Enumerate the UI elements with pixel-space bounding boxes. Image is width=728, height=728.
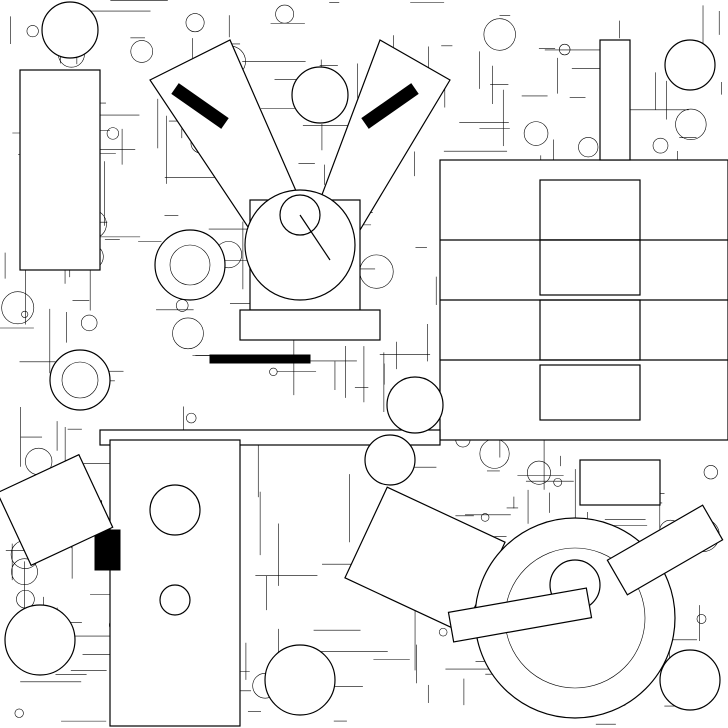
bolt-detail (275, 4, 295, 24)
bolt-detail (558, 43, 571, 56)
bolt-detail (106, 127, 119, 140)
bolt-detail (523, 121, 549, 146)
bolt-detail (172, 317, 204, 350)
bolt-detail (527, 460, 551, 485)
left-components (19, 1, 444, 446)
bolt-detail (21, 310, 29, 318)
bolt-detail (185, 13, 205, 33)
bolt-detail (359, 254, 394, 289)
bolt-detail (480, 513, 490, 522)
bolt-detail (483, 18, 516, 51)
bolt-detail (675, 108, 707, 140)
bolt-detail (696, 614, 707, 624)
bolt-detail (14, 708, 24, 718)
bolt-detail (703, 465, 718, 480)
bolt-detail (553, 477, 563, 487)
bolt-detail (186, 412, 197, 424)
bolt-detail (479, 438, 510, 469)
v-engine-block (149, 39, 451, 364)
piston-assembly (439, 39, 728, 441)
bolt-detail (11, 558, 38, 586)
bolt-detail (269, 367, 278, 376)
bolt-detail (438, 627, 448, 637)
bolt-detail (81, 314, 98, 332)
bottom-components (0, 434, 724, 727)
bolt-detail (1, 291, 35, 325)
bolt-detail (578, 137, 599, 158)
bolt-detail (652, 137, 669, 154)
bolt-detail (26, 25, 39, 38)
bolt-detail (130, 40, 154, 63)
